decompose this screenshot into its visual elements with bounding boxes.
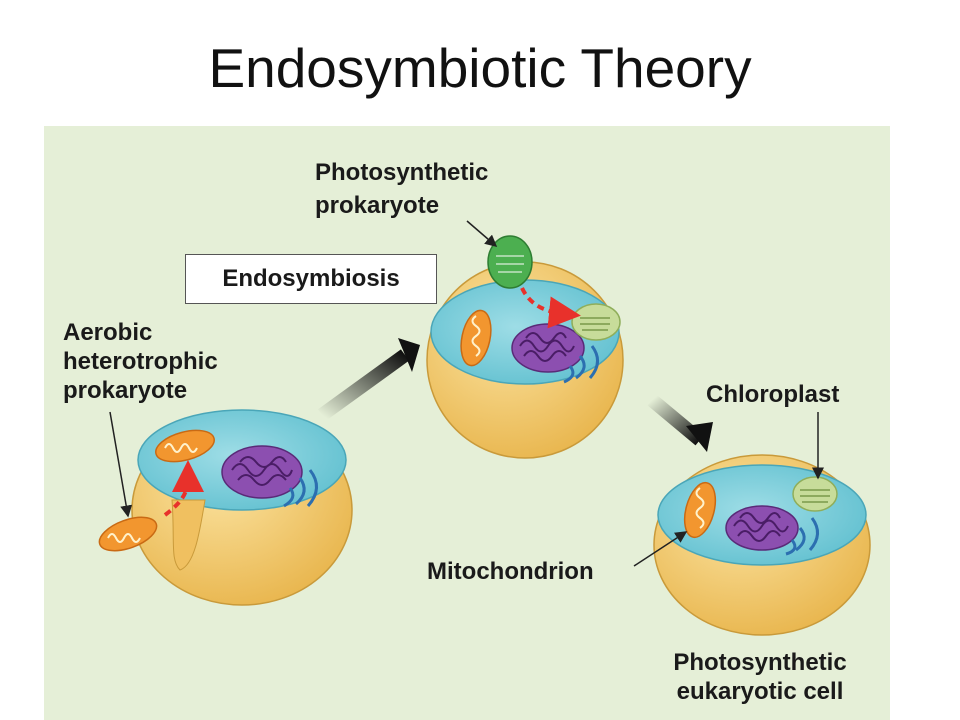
label-line: prokaryote: [63, 377, 188, 404]
label-line: Aerobic: [63, 319, 153, 346]
mitochondrion-icon: [460, 309, 492, 367]
label-photosynthetic-prokaryote: Photosynthetic prokaryote: [315, 158, 488, 220]
progression-arrow-1: [317, 349, 410, 421]
host-cell-1: [98, 409, 353, 606]
label-line: prokaryote: [315, 192, 440, 219]
slide-title: Endosymbiotic Theory: [208, 37, 752, 99]
label-eukaryotic-cell: Photosynthetic eukaryotic cell: [640, 648, 880, 706]
label-mitochondrion: Mitochondrion: [427, 558, 594, 585]
label-line: heterotrophic: [63, 348, 218, 375]
label-line: Photosynthetic: [315, 159, 489, 186]
eukaryotic-cell: [653, 454, 871, 636]
chloroplast-icon: [792, 476, 838, 512]
photosynthetic-prokaryote-icon: [487, 235, 533, 289]
aerobic-prokaryote-icon: [98, 516, 158, 552]
mitochondrion-icon: [683, 481, 717, 539]
label-line: eukaryotic cell: [676, 678, 844, 705]
leader-lines: [109, 220, 824, 567]
mitochondrion-icon: [155, 429, 215, 463]
engulfed-chloroplast-icon: [571, 303, 621, 341]
label-chloroplast: Chloroplast: [706, 381, 840, 408]
label-line: Photosynthetic: [673, 649, 847, 676]
host-cell-2: [426, 235, 624, 459]
label-aerobic-prokaryote: Aerobic heterotrophic prokaryote: [63, 318, 218, 405]
endosymbiosis-box: Endosymbiosis: [185, 254, 437, 304]
